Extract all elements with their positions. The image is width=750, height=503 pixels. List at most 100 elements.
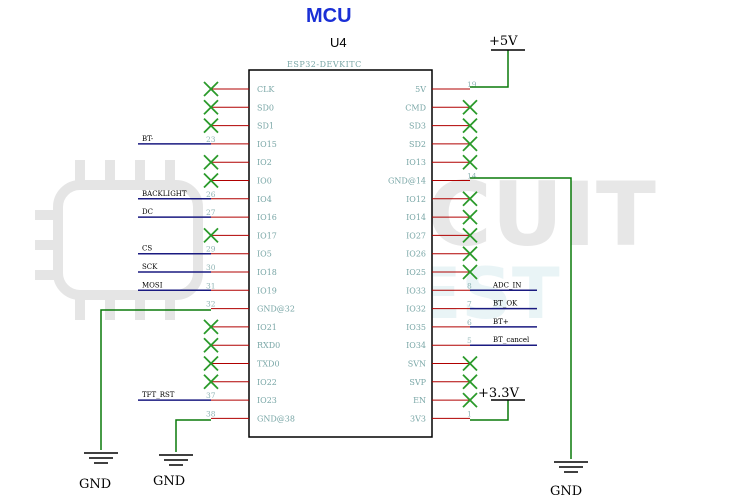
no-connect-io21 <box>203 319 219 335</box>
pin-number-io35: 6 <box>467 318 472 327</box>
gnd-symbol-left2 <box>159 454 193 466</box>
schematic-title: MCU <box>306 5 352 27</box>
component-designator: U4 <box>330 35 347 50</box>
no-connect-io25 <box>462 264 478 280</box>
no-connect-io17 <box>203 227 219 244</box>
pin-label-io4: IO4 <box>257 195 272 204</box>
pin-number-gnd14: 14 <box>467 172 477 181</box>
no-connect-io14 <box>462 209 478 225</box>
no-connect-io12 <box>462 191 478 207</box>
gnd-right-label: GND <box>550 484 582 499</box>
pin-number-io19: 31 <box>206 281 216 290</box>
net-label-io35: BT+ <box>493 318 509 326</box>
pin-label-io21: IO21 <box>257 323 277 332</box>
no-connect-sd3 <box>462 117 478 134</box>
pin-label-io27: IO27 <box>406 231 426 240</box>
pin-label-io18: IO18 <box>257 268 277 277</box>
pin-number-io5: 29 <box>206 245 216 254</box>
vcc33-label: +3.3V <box>478 386 520 401</box>
pin-label-io23: IO23 <box>257 396 277 405</box>
pin-label-gnd14: GND@14 <box>388 177 426 186</box>
pin-label-io34: IO34 <box>406 341 426 350</box>
gnd14-wire <box>470 177 572 459</box>
no-connect-io0 <box>203 172 219 189</box>
pin-label-io26: IO26 <box>406 250 426 259</box>
no-connect-clk <box>203 81 219 97</box>
pin-label-io16: IO16 <box>257 213 277 222</box>
net-label-io33: ADC_IN <box>492 281 521 289</box>
pin-label-io25: IO25 <box>406 268 426 277</box>
pin-label-gnd32: GND@32 <box>257 305 295 314</box>
pin-number-3v3: 1 <box>467 409 472 418</box>
no-connect-io13 <box>462 154 478 170</box>
pin-label-io5: IO5 <box>257 250 272 259</box>
pin-number-io23: 37 <box>206 391 216 400</box>
net-label-io5: CS <box>142 245 152 253</box>
gnd38-wire <box>175 419 211 452</box>
no-connect-cmd <box>462 99 478 115</box>
component-part-name: ESP32-DEVKITC <box>287 60 362 69</box>
pin-label-io0: IO0 <box>257 177 272 186</box>
gnd-left2-label: GND <box>153 474 185 489</box>
no-connect-io22 <box>203 374 219 390</box>
no-connect-rxd0 <box>203 337 219 353</box>
pin-label-svn: SVN <box>408 360 426 369</box>
pin-number-io16: 27 <box>206 208 216 217</box>
net-label-io19: MOSI <box>142 281 163 289</box>
no-connect-sd1 <box>203 117 219 134</box>
pin-label-gnd38: GND@38 <box>257 414 295 423</box>
watermark-chip-logo <box>35 160 203 320</box>
pin-label-txd0: TXD0 <box>257 360 280 369</box>
pin-number-io15: 23 <box>206 135 216 144</box>
net-label-io18: SCK <box>142 263 158 271</box>
net-label-io32: BT_OK <box>493 300 518 308</box>
net-label-io34: BT_cancel <box>493 336 530 344</box>
pin-label-5v: 5V <box>415 85 426 94</box>
vcc5-wire <box>470 50 509 88</box>
pin-label-io2: IO2 <box>257 158 272 167</box>
pin-label-io13: IO13 <box>406 158 426 167</box>
pin-label-io22: IO22 <box>257 378 277 387</box>
no-connect-sd2 <box>462 136 478 152</box>
wires-layer <box>100 49 572 459</box>
gnd-symbol-right <box>554 461 588 473</box>
pin-label-3v3: 3V3 <box>410 414 426 423</box>
pin-label-svp: SVP <box>409 378 426 387</box>
pin-number-io4: 26 <box>206 190 216 199</box>
no-connect-io27 <box>462 227 478 244</box>
pin-number-gnd38: 38 <box>206 409 216 418</box>
vcc5-label: +5V <box>489 34 518 49</box>
no-connect-svn <box>462 355 478 372</box>
net-label-io23: TFT_RST <box>142 391 175 399</box>
vcc33-wire <box>470 400 509 421</box>
net-label-io16: DC <box>142 208 153 216</box>
pin-number-gnd32: 32 <box>206 300 216 309</box>
gnd32-wire <box>100 309 211 450</box>
pin-label-sd0: SD0 <box>257 103 274 112</box>
pin-number-io34: 5 <box>467 336 472 345</box>
no-connect-io26 <box>462 246 478 262</box>
no-connect-txd0 <box>203 355 219 372</box>
pins-layer: CLKSD0SD1IO1523BT-IO2IO0IO426BACKLIGHTIO… <box>138 80 537 423</box>
pin-label-rxd0: RXD0 <box>257 341 280 350</box>
pin-number-io32: 7 <box>467 300 472 309</box>
pin-label-io35: IO35 <box>406 323 426 332</box>
pin-label-cmd: CMD <box>405 103 426 112</box>
pin-label-io14: IO14 <box>406 213 426 222</box>
pin-label-sd2: SD2 <box>409 140 426 149</box>
net-label-io15: BT- <box>142 135 154 143</box>
pin-label-io17: IO17 <box>257 231 277 240</box>
no-connect-sd0 <box>203 99 219 115</box>
pin-label-en: EN <box>413 396 426 405</box>
pin-label-io15: IO15 <box>257 140 277 149</box>
pin-label-io12: IO12 <box>406 195 426 204</box>
gnd-left1-label: GND <box>79 477 111 492</box>
pin-label-sd1: SD1 <box>257 122 274 131</box>
pin-number-io18: 30 <box>206 263 216 272</box>
no-connect-svp <box>462 374 478 390</box>
net-label-io4: BACKLIGHT <box>142 190 187 198</box>
pin-number-io33: 8 <box>467 281 472 290</box>
no-connect-io2 <box>203 154 219 170</box>
